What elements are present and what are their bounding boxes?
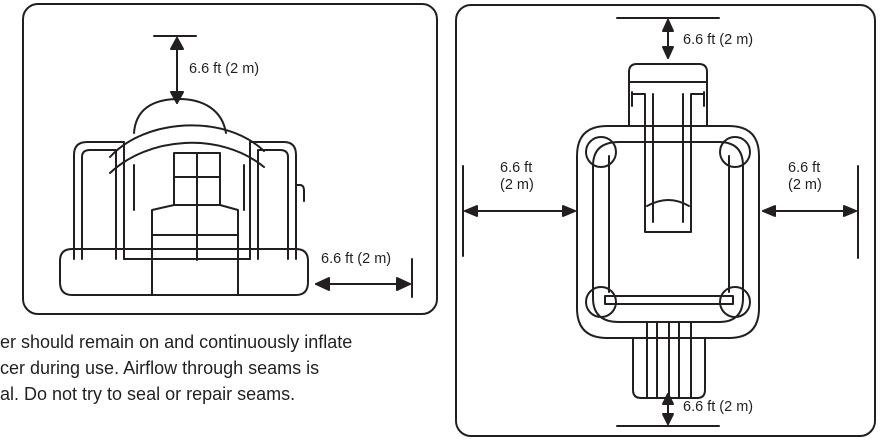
caption-line-2: cer during use. Airflow through seams is	[0, 358, 320, 378]
side-clearance-marker	[315, 258, 413, 298]
top-view-top-clearance-marker	[616, 17, 720, 59]
caption-line-1: er should remain on and continuously inf…	[0, 332, 353, 352]
top-view-right-clearance-line1: 6.6 ft	[788, 160, 820, 176]
top-view-left-clearance-marker	[462, 165, 576, 257]
top-view-left-clearance-line1: 6.6 ft	[500, 160, 532, 176]
front-side-clearance-label: 6.6 ft (2 m)	[321, 251, 391, 267]
top-view-right-clearance-line2: (2 m)	[788, 177, 822, 193]
top-view-bottom-clearance-marker	[616, 393, 720, 427]
top-view-diagram: 6.6 ft (2 m) 6.6 ft (2 m) 6.6 ft (2 m)	[462, 17, 859, 427]
top-view-top-clearance-label: 6.6 ft (2 m)	[683, 32, 753, 48]
top-view-bottom-clearance-label: 6.6 ft (2 m)	[683, 399, 753, 415]
front-view-diagram: 6.6 ft (2 m)	[59, 35, 413, 298]
safety-caption: er should remain on and continuously inf…	[0, 329, 450, 407]
front-top-clearance-label: 6.6 ft (2 m)	[189, 61, 259, 77]
bouncer-front-illustration	[59, 98, 309, 296]
bouncer-top-illustration	[576, 63, 760, 399]
top-view-left-clearance-line2: (2 m)	[500, 177, 534, 193]
top-clearance-marker	[153, 35, 197, 104]
front-view-panel: 6.6 ft (2 m)	[22, 3, 438, 315]
top-view-right-clearance-marker	[762, 165, 859, 259]
top-view-panel: 6.6 ft (2 m) 6.6 ft (2 m) 6.6 ft (2 m)	[455, 4, 876, 437]
caption-line-3: al. Do not try to seal or repair seams.	[0, 384, 296, 404]
